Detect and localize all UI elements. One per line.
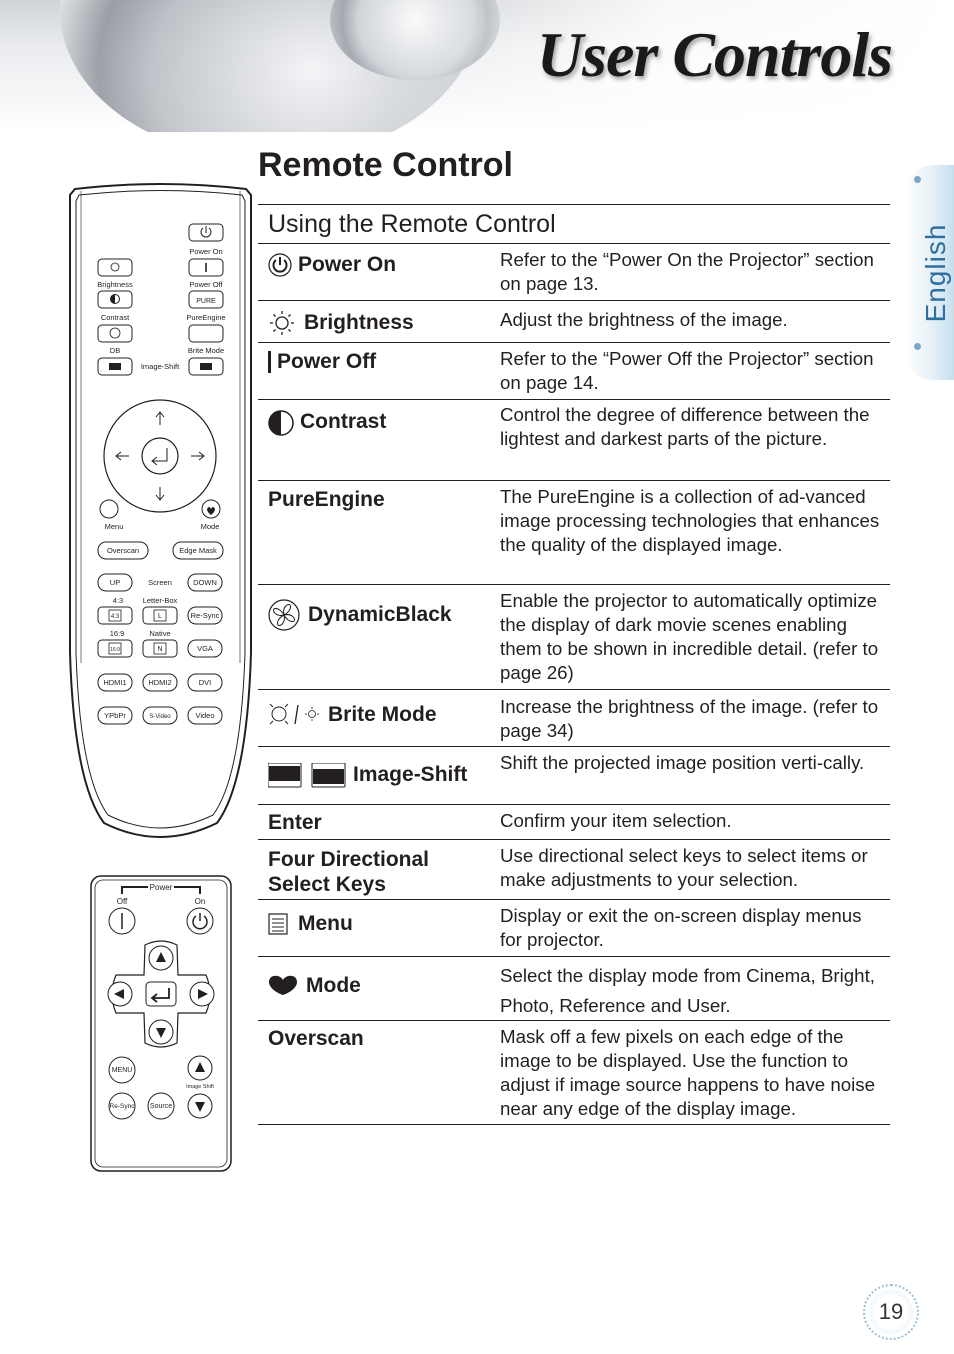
label-btn-43: 4:3 [111, 614, 120, 620]
table-heading: Using the Remote Control [258, 204, 890, 244]
page-number-badge: 19 [863, 1284, 919, 1340]
fan-icon [268, 599, 300, 631]
sun-icon [268, 311, 296, 335]
label-video: Video [195, 711, 214, 720]
label-native: Native [149, 629, 170, 638]
table-row: DynamicBlack Enable the projector to aut… [258, 585, 890, 690]
label-svideo: S-Video [149, 714, 171, 720]
label-brightness: Brightness [97, 280, 133, 289]
label-resync: Re-Sync [191, 611, 220, 620]
table-row: Brightness Adjust the brightness of the … [258, 301, 890, 343]
label-ypbpr: YPbPr [104, 711, 126, 720]
label-hdmi1: HDMI1 [103, 678, 126, 687]
label-up: UP [110, 578, 120, 587]
label-mini-image-shift: Image Shift [186, 1084, 214, 1090]
language-label: English [920, 223, 951, 323]
label-hdmi2: HDMI2 [148, 678, 171, 687]
menu-icon [268, 913, 288, 935]
label-screen: Screen [148, 578, 172, 587]
table-row: PureEngine The PureEngine is a collectio… [258, 481, 890, 585]
language-tab: English [904, 165, 954, 380]
label-menu: Menu [105, 522, 124, 531]
table-row: Power Off Refer to the “Power Off the Pr… [258, 343, 890, 400]
image-shift-icon [268, 763, 348, 789]
label-on: On [195, 897, 206, 906]
label-power-off: Power Off [189, 280, 223, 289]
label-mini-source: Source [150, 1103, 172, 1110]
label-contrast: Contrast [101, 313, 130, 322]
label-mini-resync: Re-Sync [110, 1103, 136, 1110]
table-row: Power On Refer to the “Power On the Proj… [258, 244, 890, 301]
label-power: Power [150, 883, 173, 892]
label-btn-l: L [158, 613, 162, 620]
label-off: Off [117, 897, 128, 906]
heart-icon [268, 975, 298, 995]
label-vga: VGA [197, 644, 213, 653]
label-pure-engine: PureEngine [186, 313, 225, 322]
label-btn-n: N [157, 646, 162, 653]
label-image-shift: Image-Shift [141, 362, 180, 371]
label-down: DOWN [193, 578, 217, 587]
table-row: Image-Shift Shift the projected image po… [258, 747, 890, 805]
header-banner [0, 0, 954, 132]
label-dvi: DVI [199, 678, 212, 687]
remote-control-illustration: Power On Brightness Power Off Contrast P… [67, 183, 254, 843]
table-row: Menu Display or exit the on-screen displ… [258, 900, 890, 957]
tab-dot [914, 176, 921, 183]
table-row: Four Directional Select Keys Use directi… [258, 840, 890, 900]
table-row: Overscan Mask off a few pixels on each e… [258, 1021, 890, 1125]
table-row: Mode Select the display mode from Cinema… [258, 957, 890, 1021]
label-letter-box: Letter-Box [143, 596, 178, 605]
label-overscan: Overscan [107, 546, 139, 555]
section-title: Remote Control [258, 146, 513, 184]
power-icon [268, 253, 292, 277]
label-ratio-43: 4:3 [113, 596, 123, 605]
table-row: Contrast Control the degree of differenc… [258, 400, 890, 481]
tab-dot [914, 343, 921, 350]
mini-remote-illustration: Power Off On MENU Image Shift Re-Sync So… [90, 875, 232, 1172]
label-pure-btn: PURE [196, 298, 216, 305]
contrast-icon [268, 410, 294, 436]
label-ratio-169: 16:9 [110, 629, 125, 638]
label-btn-169: 16:9 [110, 647, 120, 653]
power-off-bar-icon [268, 350, 272, 374]
label-mode: Mode [201, 522, 220, 531]
brite-mode-icon [268, 703, 322, 725]
label-brite-mode: Brite Mode [188, 346, 224, 355]
table-row: Enter Confirm your item selection. [258, 805, 890, 840]
table-row: Brite Mode Increase the brightness of th… [258, 690, 890, 747]
page-title: User Controls [536, 19, 893, 90]
label-db: DB [110, 346, 120, 355]
label-edge-mask: Edge Mask [179, 546, 217, 555]
label-mini-menu: MENU [112, 1067, 133, 1074]
label-power-on: Power On [189, 247, 222, 256]
page-number: 19 [869, 1290, 913, 1334]
remote-functions-table: Using the Remote Control Power On Refer … [258, 204, 890, 1125]
